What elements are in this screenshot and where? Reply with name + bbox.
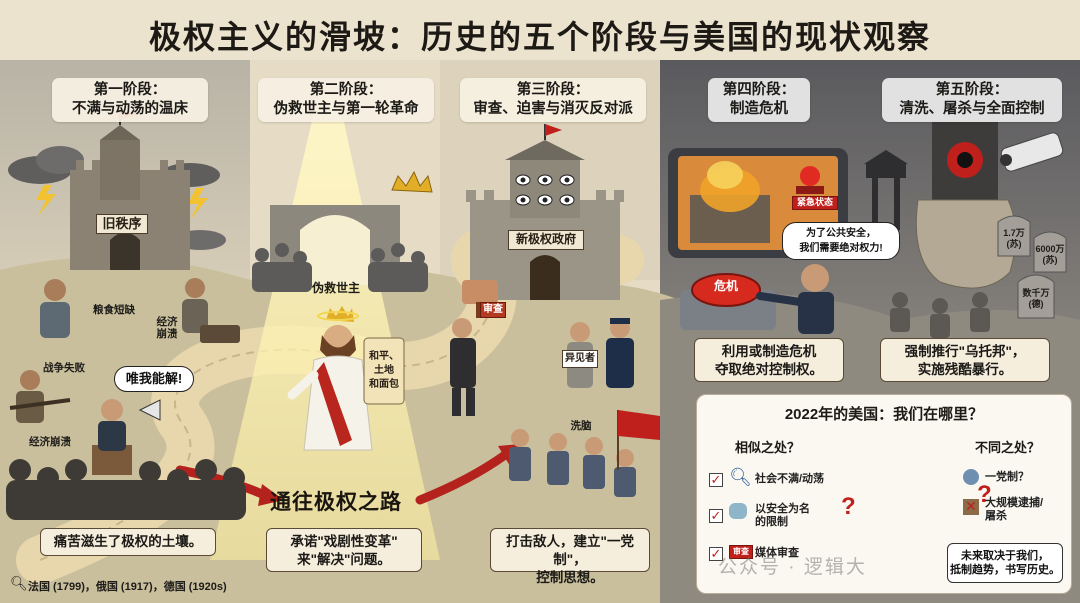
stage-3-caption-line-1: 打击敌人，建立"一党制"， <box>506 534 634 567</box>
similar-item-2-line-2: 的限制 <box>755 516 788 528</box>
page-title: 极权主义的滑坡：历史的五个阶段与美国的现状观察 <box>148 19 931 55</box>
conclusion-line-2: 抵制趋势，书写历史。 <box>950 564 1060 576</box>
stage-1-heading-line1: 第一阶段： <box>93 82 167 98</box>
only-i-can-fix-bubble: 唯我能解! <box>114 366 194 392</box>
stage-2-heading-line2: 伪救世主与第一轮革命 <box>273 101 419 117</box>
different-item-2-line-1: 大规模逮捕/ <box>985 497 1044 509</box>
crisis-speech-bubble: 为了公共安全， 我们需要绝对权力! <box>782 222 900 260</box>
economic-collapse-label-1-text: 经济崩溃 <box>156 316 178 340</box>
peace-land-bread-scroll: 和平、 土地 和面包 <box>366 346 402 400</box>
stage-3-caption-line-2: 控制思想。 <box>536 570 604 585</box>
stage-2-caption: 承诺"戏剧性变革" 来"解决"问题。 <box>266 528 422 572</box>
crossed-box-icon: ✕ <box>963 499 979 515</box>
gravestone-1-line-1: 1.7万 <box>1003 228 1025 238</box>
stage-3-heading-line2: 审查、迫害与消灭反对派 <box>473 101 633 117</box>
gravestone-2-line-1: 6000万 <box>1035 244 1065 254</box>
scroll-line-2: 土地 <box>374 365 394 376</box>
dissident-sign: 异见者 <box>562 350 598 368</box>
similar-item-3: 媒体审查 <box>755 547 799 559</box>
scroll-line-3: 和面包 <box>369 379 399 390</box>
stage-1-caption: 痛苦滋生了极权的土壤。 <box>40 528 216 556</box>
panel-title: 2022年的美国：我们在哪里？ <box>784 406 984 423</box>
magnifier-footer-icon: 🔍︎ <box>10 575 28 591</box>
gravestone-3-line-1: 数千万 <box>1022 288 1050 298</box>
different-item-1: 一党制？ <box>985 471 1029 483</box>
crisis-button-label: 危机 <box>713 279 738 293</box>
stage-4-caption: 利用或制造危机 夺取绝对控制权。 <box>694 338 844 382</box>
usa-2022-panel: 2022年的美国：我们在哪里？ 相似之处？ 不同之处？ ✓ 🔍︎ 社会不满/动荡… <box>696 394 1072 594</box>
similar-item-2: 以安全为名 的限制 <box>755 503 810 529</box>
gravestone-1-line-2: (苏) <box>1006 239 1022 249</box>
similar-item-2-line-1: 以安全为名 <box>755 503 810 515</box>
stage-4-heading-line2: 制造危机 <box>730 101 788 117</box>
economic-collapse-label-1: 经济崩溃 <box>152 316 182 340</box>
false-savior-label: 伪救世主 <box>311 281 360 295</box>
gravestone-2-label: 6000万 (苏) <box>1034 244 1066 266</box>
stage-2-caption-line-2: 来"解决"问题。 <box>297 552 391 567</box>
stage-1-heading-line2: 不满与动荡的温床 <box>72 101 188 117</box>
gravestone-1-label: 1.7万 (苏) <box>998 228 1030 250</box>
crisis-speech-line-1: 为了公共安全， <box>806 228 876 239</box>
gravestone-3-line-2: (德) <box>1028 299 1044 309</box>
crisis-speech-line-2: 我们需要绝对权力! <box>799 243 883 254</box>
conclusion-line-1: 未来取决于我们， <box>961 550 1049 562</box>
gravestone-3-label: 数千万 (德) <box>1018 288 1054 310</box>
stage-2-heading-line1: 第二阶段： <box>309 82 383 98</box>
stage-3-heading-line1: 第三阶段： <box>516 82 590 98</box>
stage-5-heading-line1: 第五阶段： <box>935 82 1009 98</box>
stage-5-heading-line2: 清洗、屠杀与全面控制 <box>899 101 1045 117</box>
stage-4-caption-line-1: 利用或制造危机 <box>721 344 817 359</box>
watermark: 公众号 · 逻辑大 <box>718 557 867 578</box>
stage-3-heading: 第三阶段： 审查、迫害与消灭反对派 <box>460 78 646 122</box>
question-mark-icon-left: ? <box>841 493 856 520</box>
media-censor-tag: 审查 <box>729 545 753 559</box>
similar-3-checkbox: ✓ <box>709 546 723 561</box>
stage-5-caption: 强制推行"乌托邦"， 实施残酷暴行。 <box>880 338 1050 382</box>
food-shortage-label: 粮食短缺 <box>93 304 135 316</box>
stage-2-caption-line-1: 承诺"戏剧性变革" <box>290 534 398 549</box>
stage-5-caption-line-2: 实施残酷暴行。 <box>917 362 1013 377</box>
party-icon <box>963 469 979 485</box>
conclusion-box: 未来取决于我们， 抵制趋势，书写历史。 <box>947 543 1063 583</box>
different-item-2-line-2: 屠杀 <box>985 510 1007 522</box>
stage-4-heading-line1: 第四阶段： <box>722 82 796 98</box>
mask-icon <box>729 503 747 519</box>
stage-4-caption-line-2: 夺取绝对控制权。 <box>715 362 823 377</box>
stage-3-caption: 打击敌人，建立"一党制"， 控制思想。 <box>490 528 650 585</box>
stage-1-heading: 第一阶段： 不满与动荡的温床 <box>52 78 208 122</box>
economic-collapse-label-2: 经济崩溃 <box>29 436 71 448</box>
different-heading: 不同之处？ <box>975 440 1041 455</box>
gravestone-2-line-2: (苏) <box>1042 255 1058 265</box>
stage-5-caption-line-1: 强制推行"乌托邦"， <box>904 344 1026 359</box>
similar-heading: 相似之处？ <box>735 440 801 455</box>
question-mark-icon-right: ? <box>977 481 992 508</box>
stage-5-heading: 第五阶段： 清洗、屠杀与全面控制 <box>882 78 1062 122</box>
old-order-sign: 旧秩序 <box>96 214 148 234</box>
brainwash-label: 洗脑 <box>570 420 592 432</box>
stage-2-heading: 第二阶段： 伪救世主与第一轮革命 <box>258 78 434 122</box>
magnifier-icon: 🔍︎ <box>729 467 752 487</box>
historical-examples-footer: 法国 (1799)，俄国 (1917)，德国 (1920s) <box>28 581 227 593</box>
new-regime-sign: 新极权政府 <box>508 230 584 250</box>
similar-2-checkbox: ✓ <box>709 508 723 523</box>
stage-4-heading: 第四阶段： 制造危机 <box>708 78 810 122</box>
emergency-state-sign: 紧急状态 <box>792 196 838 210</box>
road-to-totalitarianism-label: 通往极权之路 <box>270 491 402 514</box>
different-item-2: 大规模逮捕/ 屠杀 <box>985 497 1043 523</box>
similar-item-1: 社会不满/动荡 <box>755 473 825 485</box>
war-failure-label: 战争失败 <box>43 362 85 374</box>
similar-1-checkbox: ✓ <box>709 472 723 487</box>
scroll-line-1: 和平、 <box>369 351 399 362</box>
censor-stamp: 审查 <box>480 302 506 318</box>
